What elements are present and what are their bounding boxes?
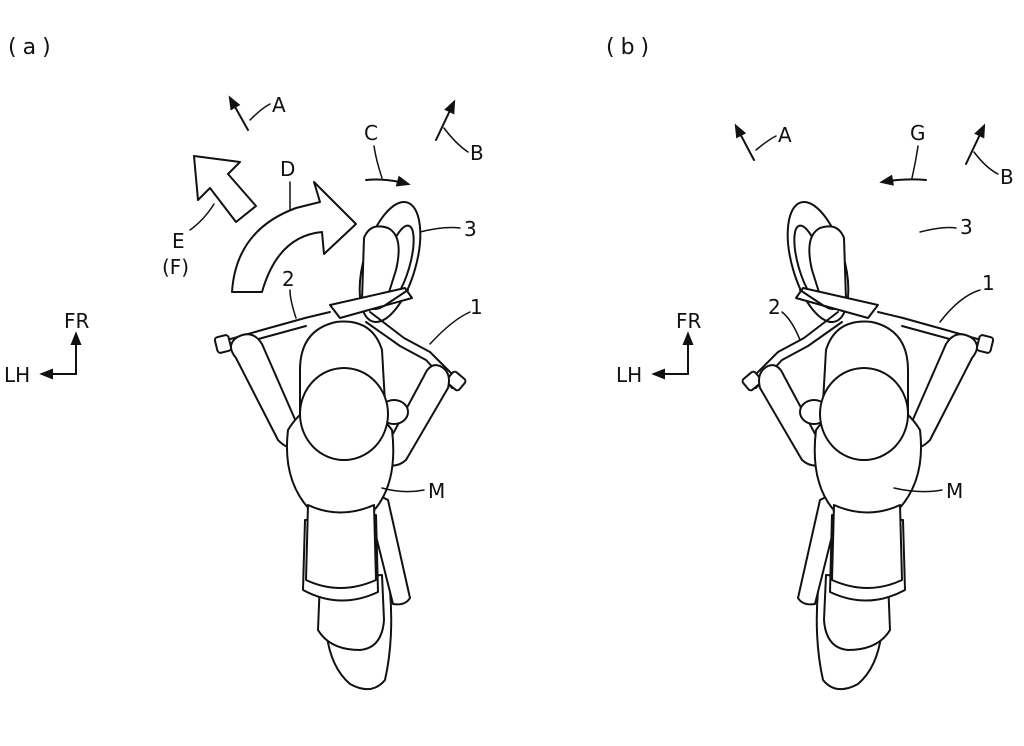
panel-b-leader-m <box>893 487 943 493</box>
panel-a-arrow-e <box>193 155 257 223</box>
panel-a-leader-e <box>189 203 215 231</box>
panel-b-leader-a <box>755 135 777 151</box>
panel-a-arrow-a <box>228 95 249 131</box>
panel-a-label-f: (F) <box>162 255 189 279</box>
panel-b-leader-g <box>911 145 919 179</box>
panel-a-leader-3 <box>419 226 461 233</box>
panel-a-label: (a) <box>8 35 57 60</box>
panel-b-label-1: 1 <box>982 271 995 295</box>
panel-a-leader-2 <box>289 289 297 319</box>
panel-a-leader-c <box>373 145 383 179</box>
panel-a-leader-b <box>443 127 469 153</box>
panel-b-label-m: M <box>946 479 963 503</box>
panel-a-label-2: 2 <box>282 267 295 291</box>
panel-a-leader-1 <box>429 311 471 345</box>
panel-a: (a) A B C D E (F) 3 2 1 M <box>4 35 484 691</box>
panel-a-arrow-d <box>231 181 357 293</box>
panel-b-axis-lh: LH <box>616 363 642 387</box>
panel-a-label-b: B <box>470 141 484 165</box>
panel-a-label-1: 1 <box>470 295 483 319</box>
panel-a-label-m: M <box>428 479 445 503</box>
panel-b-label: (b) <box>606 35 655 60</box>
panel-b-arrow-b <box>965 123 986 165</box>
panel-b-rider-motorcycle <box>740 194 995 691</box>
panel-b-leader-1 <box>939 289 981 323</box>
panel-b-arrow-a <box>734 123 755 161</box>
panel-a-leader-m <box>381 487 425 493</box>
panel-b-axis-fr: FR <box>676 309 702 333</box>
panel-a-arrow-c <box>365 175 411 187</box>
panel-a-axes: FR LH <box>4 309 90 387</box>
panel-a-label-e: E <box>172 229 185 253</box>
panel-b-label-2: 2 <box>768 295 781 319</box>
panel-b-label-b: B <box>1000 165 1014 189</box>
panel-a-label-a: A <box>272 93 286 117</box>
panel-a-axis-lh: LH <box>4 363 30 387</box>
panel-a-leader-a <box>249 103 271 121</box>
panel-b-arrow-g <box>879 174 927 186</box>
panel-b-leader-3 <box>919 226 957 233</box>
panel-b-leader-b <box>973 151 999 175</box>
panel-b-label-a: A <box>778 123 792 147</box>
panel-b-leader-2 <box>781 311 801 341</box>
panel-b-label-3: 3 <box>960 215 973 239</box>
panel-b: (b) A B G 3 2 1 M FR LH <box>606 35 1014 691</box>
panel-a-label-3: 3 <box>464 217 477 241</box>
panel-a-label-c: C <box>364 121 378 145</box>
panel-a-axis-fr: FR <box>64 309 90 333</box>
panel-a-label-d: D <box>280 157 295 181</box>
panel-b-label-g: G <box>910 121 926 145</box>
panel-b-axes: FR LH <box>616 309 702 387</box>
panel-a-arrow-b <box>435 99 456 141</box>
